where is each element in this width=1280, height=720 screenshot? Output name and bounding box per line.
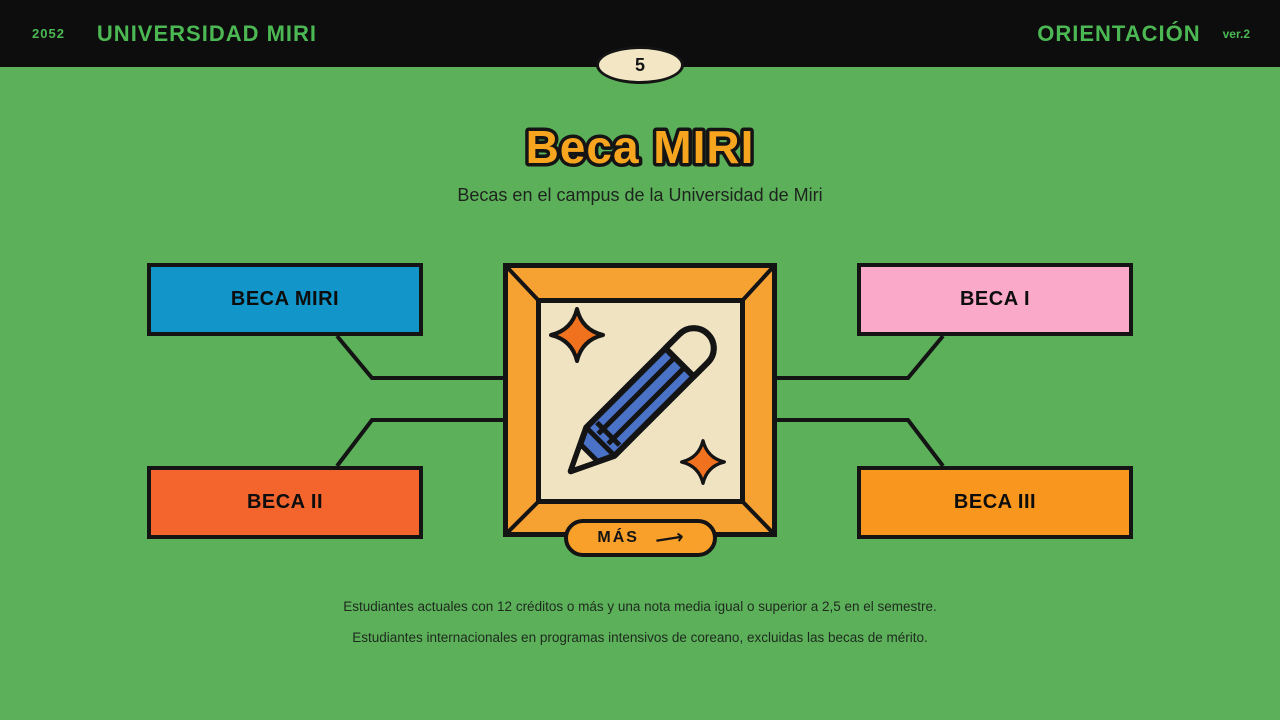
center-frame-illustration — [503, 263, 777, 537]
beca-iii-label: BECA III — [953, 491, 1037, 513]
frame-miter — [740, 499, 776, 536]
more-button-label: MÁS — [597, 529, 639, 546]
pencil-tip — [568, 441, 601, 474]
arrow-right-icon: ⟶ — [653, 523, 686, 553]
pencil-eraser — [662, 325, 717, 380]
frame-miter — [504, 264, 541, 303]
beca-iii-box[interactable]: BECA III — [857, 466, 1133, 539]
footer-note-1: Estudiantes actuales con 12 créditos o m… — [343, 599, 937, 614]
title-wrap: Beca MIRI — [522, 118, 757, 177]
page-subtitle: Becas en el campus de la Universidad de … — [457, 185, 823, 205]
year-label: 2052 — [32, 26, 65, 41]
pencil-icon — [567, 325, 717, 475]
beca-miri-label: BECA MIRI — [230, 288, 340, 310]
beca-i-box[interactable]: BECA I — [857, 263, 1133, 336]
pencil-stripe — [596, 357, 676, 436]
page-title: Beca MIRI — [526, 121, 755, 173]
frame-miter — [740, 264, 776, 303]
pencil-collar — [584, 425, 617, 458]
sparkle-icon — [549, 307, 605, 363]
version-label: ver.2 — [1222, 26, 1250, 41]
page-number: 5 — [634, 54, 645, 75]
connector-line — [775, 418, 945, 468]
beca-miri-box[interactable]: BECA MIRI — [147, 263, 423, 336]
sparkle-icon — [680, 439, 726, 485]
beca-ii-box[interactable]: BECA II — [147, 466, 423, 539]
pencil-stripe — [606, 366, 685, 446]
beca-ii-label: BECA II — [246, 491, 324, 513]
university-brand: UNIVERSIDAD MIRI — [96, 20, 318, 46]
orientation-label: ORIENTACIÓN — [1037, 20, 1201, 46]
page-number-badge: 5 — [596, 46, 684, 84]
beca-i-label: BECA I — [959, 288, 1031, 310]
connector-line — [335, 334, 505, 380]
connector-line — [775, 334, 945, 380]
connector-line — [335, 418, 505, 468]
footer-note-2: Estudiantes internacionales en programas… — [352, 630, 928, 645]
frame-miter — [504, 499, 541, 536]
pencil-collar — [595, 420, 622, 447]
more-button[interactable]: MÁS ⟶ — [564, 519, 717, 557]
